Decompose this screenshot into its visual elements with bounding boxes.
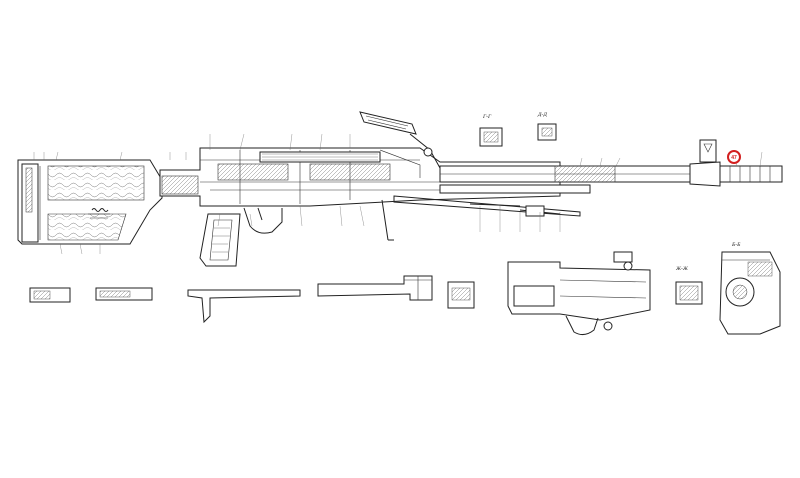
trigger-mechanism [447,251,651,336]
component-row [29,251,781,336]
bolt-carrier [217,163,391,181]
section-detail-top [479,123,557,147]
small-part-1 [29,287,71,303]
carrying-handle [359,111,441,169]
cross-section-view [719,251,781,335]
butt-stock [17,159,163,245]
svg-text:Б-Б: Б-Б [731,242,741,248]
gas-piston [317,275,433,301]
small-part-2 [95,287,153,301]
marker-label: 47 [731,155,737,161]
svg-text:Ж-Ж: Ж-Ж [675,266,689,272]
small-block [675,281,703,305]
barrel [439,165,691,194]
muzzle-device [689,139,783,187]
bipod [381,195,581,241]
trigger-guard [243,207,283,234]
main-assembly [17,111,783,267]
svg-text:Г-Г: Г-Г [482,114,492,120]
highlighted-marker[interactable]: 47 [727,150,741,164]
marker-ring [727,150,741,164]
pistol-grip [199,213,241,267]
lever-part [187,289,301,324]
section-labels: Г-Г Д-Д Б-Б Ж-Ж [482,112,741,272]
svg-text:Д-Д: Д-Д [537,112,547,118]
